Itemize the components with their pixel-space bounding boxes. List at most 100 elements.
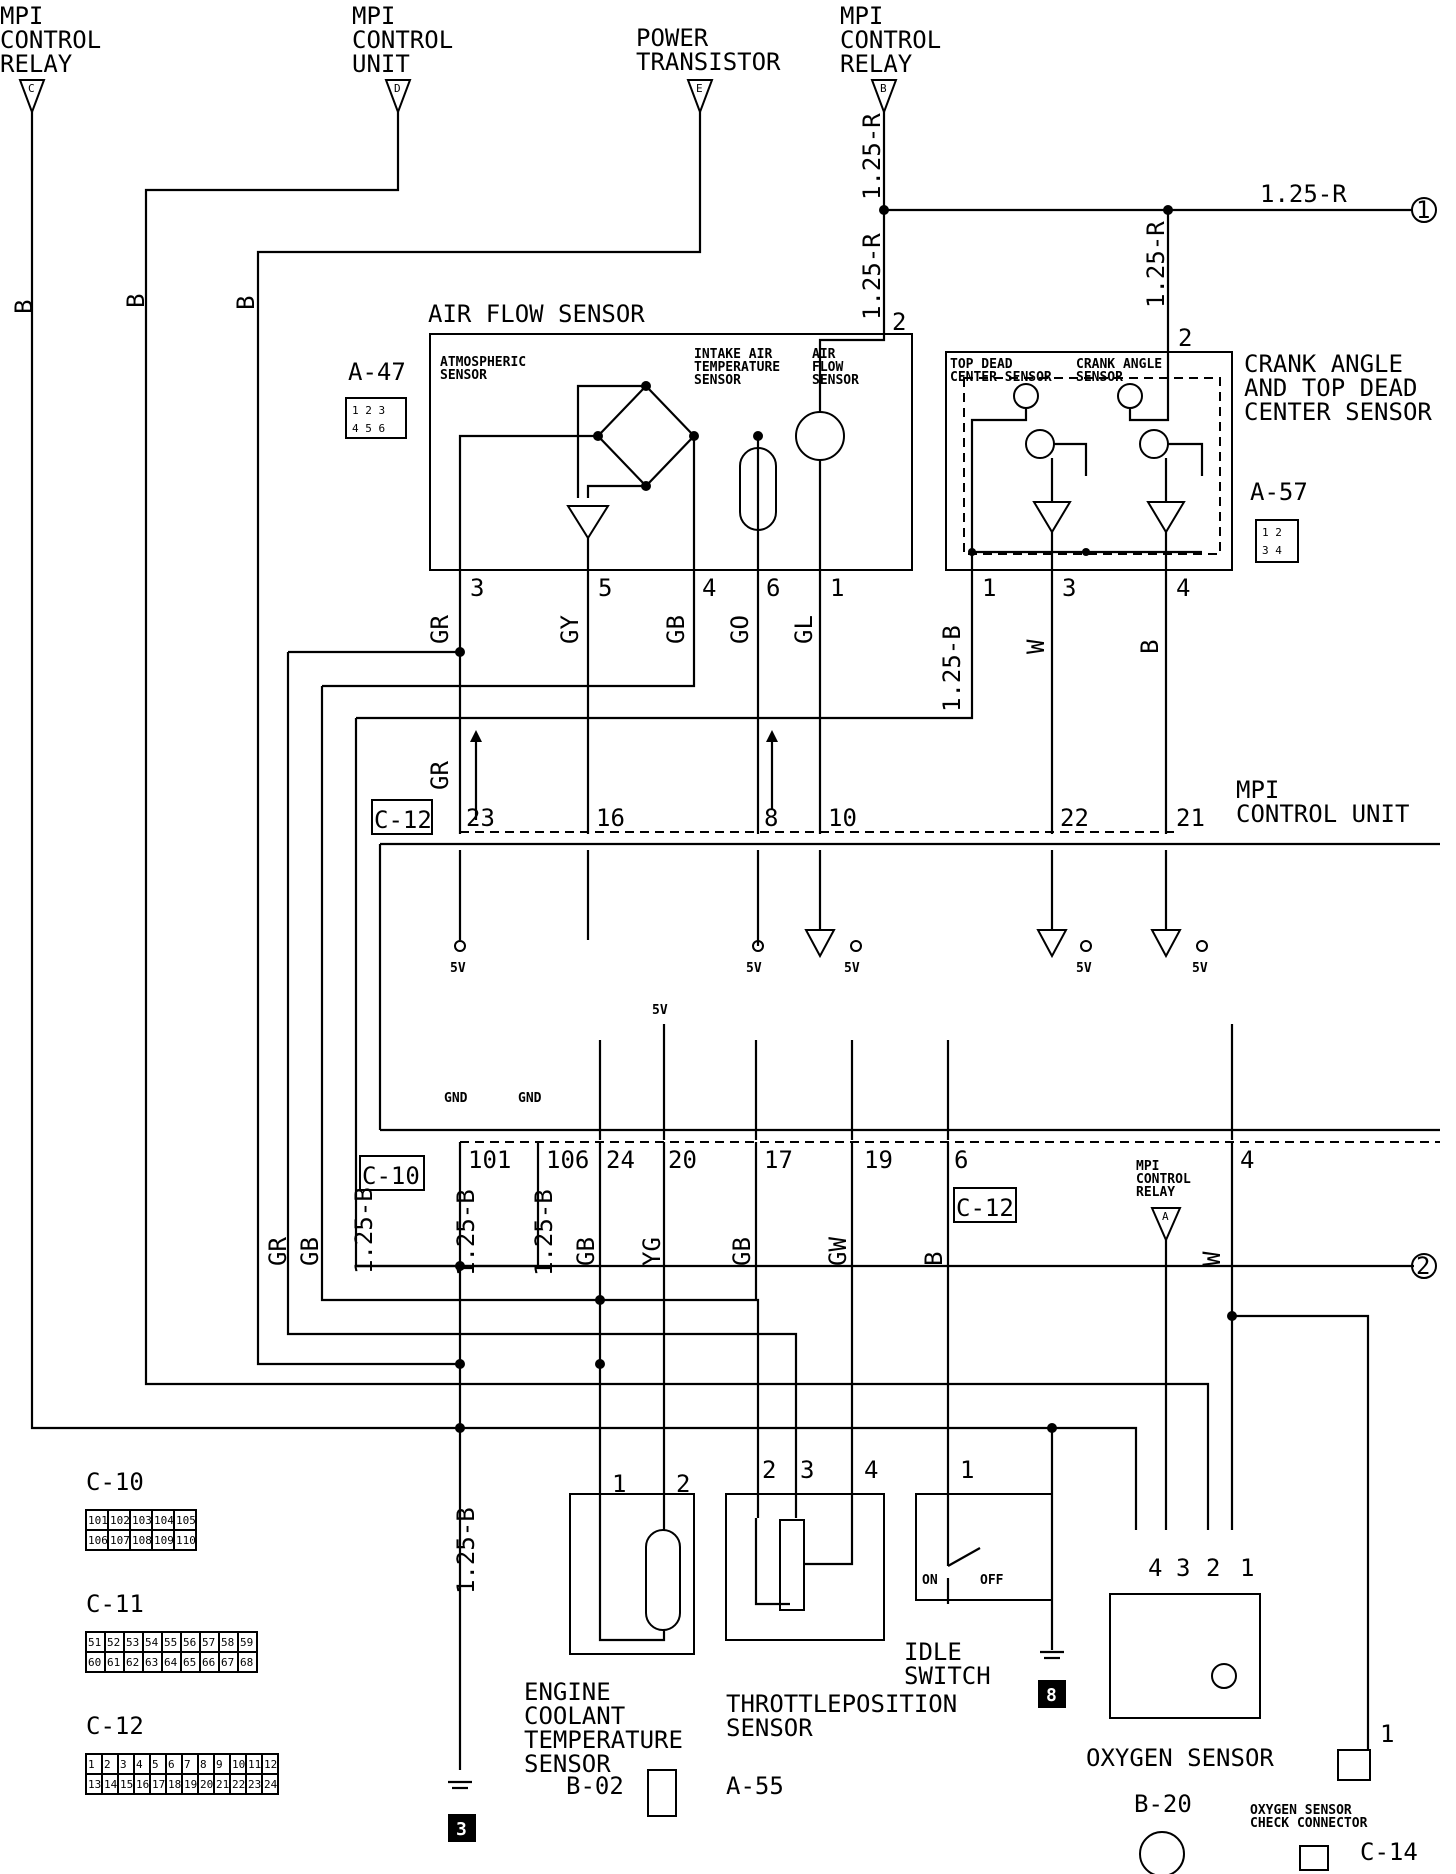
afs-pin-3: 3 — [470, 574, 484, 602]
o2-pin-3: 3 — [1176, 1554, 1190, 1582]
wire-label-yg-20: YG — [638, 1237, 666, 1266]
c12-bottom-label: C-12 — [956, 1194, 1014, 1222]
legend-pin-number: 13 — [88, 1778, 101, 1791]
o2-relay-arrow — [1150, 1207, 1182, 1243]
legend-pin-number: 14 — [104, 1778, 118, 1791]
ecu-pin-4: 4 — [1240, 1146, 1254, 1174]
c10-label: C-10 — [362, 1162, 420, 1190]
o2-pin-1: 1 — [1240, 1554, 1254, 1582]
connection-arrow-d — [384, 79, 412, 115]
wire-label-r125-crank: 1.25-R — [1142, 221, 1170, 308]
crank-pin-1: 1 — [982, 574, 996, 602]
wire-label-b-left3: B — [232, 296, 260, 310]
off-page-1-label: 1 — [1416, 196, 1430, 224]
legend-pin-number: 105 — [176, 1514, 196, 1527]
ecu-pin-23: 23 — [466, 804, 495, 832]
ground-8-label: 8 — [1046, 1685, 1057, 1706]
wire-label-gl: GL — [790, 615, 818, 644]
ecu-pin-10: 10 — [828, 804, 857, 832]
ecu-pin-16: 16 — [596, 804, 625, 832]
wire-label-b125-left: 1.25-B — [350, 1187, 378, 1274]
legend-pin-number: 11 — [248, 1758, 261, 1771]
legend-pin-number: 21 — [216, 1778, 229, 1791]
wire-label-gb-17: GB — [728, 1237, 756, 1266]
wire-label-gr-bottom: GR — [264, 1237, 292, 1266]
legend-pin-number: 61 — [107, 1656, 120, 1669]
connection-letter-b: B — [880, 82, 887, 95]
ecu-5v-5: 5V — [1192, 961, 1208, 976]
legend-pin-number: 15 — [120, 1778, 133, 1791]
o2-title: OXYGEN SENSOR — [1086, 1744, 1274, 1772]
legend-pin-number: 54 — [145, 1636, 159, 1649]
ecu-pin-20: 20 — [668, 1146, 697, 1174]
legend-pin-number: 102 — [110, 1514, 130, 1527]
wire-label-b-left2: B — [122, 294, 150, 308]
air-flow-element-icon — [795, 411, 845, 461]
wire-label-gw-19: GW — [824, 1237, 852, 1266]
legend-pin-number: 17 — [152, 1778, 165, 1791]
crank-pin-2: 2 — [1178, 324, 1192, 352]
ecu-pin-17: 17 — [764, 1146, 793, 1174]
legend-pin-number: 65 — [183, 1656, 196, 1669]
crank-amp-icon — [1146, 501, 1186, 534]
idle-on-label: ON — [922, 1573, 938, 1588]
wire-label-gr-afs: GR — [426, 615, 454, 644]
legend-pin-number: 66 — [202, 1656, 215, 1669]
ecu-5v-2: 5V — [746, 961, 762, 976]
connection-letter-c: C — [28, 82, 35, 95]
tps-pin-3: 3 — [800, 1456, 814, 1484]
legend-connector-name: C-12 — [86, 1712, 144, 1740]
legend-pin-cell — [237, 1651, 258, 1673]
legend-pin-number: 51 — [88, 1636, 101, 1649]
b02-label: B-02 — [566, 1772, 624, 1800]
afs-pin-5: 5 — [598, 574, 612, 602]
wire-label-b-crank: B — [1136, 640, 1164, 654]
off-page-1 — [1411, 197, 1437, 223]
a47-pins-row1: 1 2 3 — [352, 404, 385, 417]
afs-pin-6: 6 — [766, 574, 780, 602]
ecu-gnd-1: GND — [444, 1091, 468, 1106]
o2-pin-2: 2 — [1206, 1554, 1220, 1582]
ground-3-label: 3 — [456, 1819, 467, 1840]
wire-label-w-4: W — [1198, 1251, 1226, 1266]
c12-top-label: C-12 — [374, 806, 432, 834]
wire-label-gb-afs: GB — [662, 615, 690, 644]
legend-pin-number: 5 — [152, 1758, 159, 1771]
legend-pin-number: 107 — [110, 1534, 130, 1547]
a57-label: A-57 — [1250, 478, 1308, 506]
wire-label-gb-24: GB — [572, 1237, 600, 1266]
ecu-5v-1: 5V — [450, 961, 466, 976]
legend-pin-number: 3 — [120, 1758, 127, 1771]
ecu-pin-101: 101 — [468, 1146, 511, 1174]
connection-arrow-b — [870, 79, 898, 115]
wire-label-r125-top: 1.25-R — [858, 113, 886, 200]
a57-pins-row1: 1 2 — [1262, 526, 1282, 539]
afs-pin-2: 2 — [892, 308, 906, 336]
legend-pin-cell — [173, 1529, 197, 1551]
c14-label: C-14 — [1360, 1838, 1418, 1866]
bottom-wires: GR GB 1.25-B 1.25-B 1.25-B GB YG GB GW B… — [264, 1142, 1437, 1770]
ecu-5v-6: 5V — [652, 1003, 668, 1018]
